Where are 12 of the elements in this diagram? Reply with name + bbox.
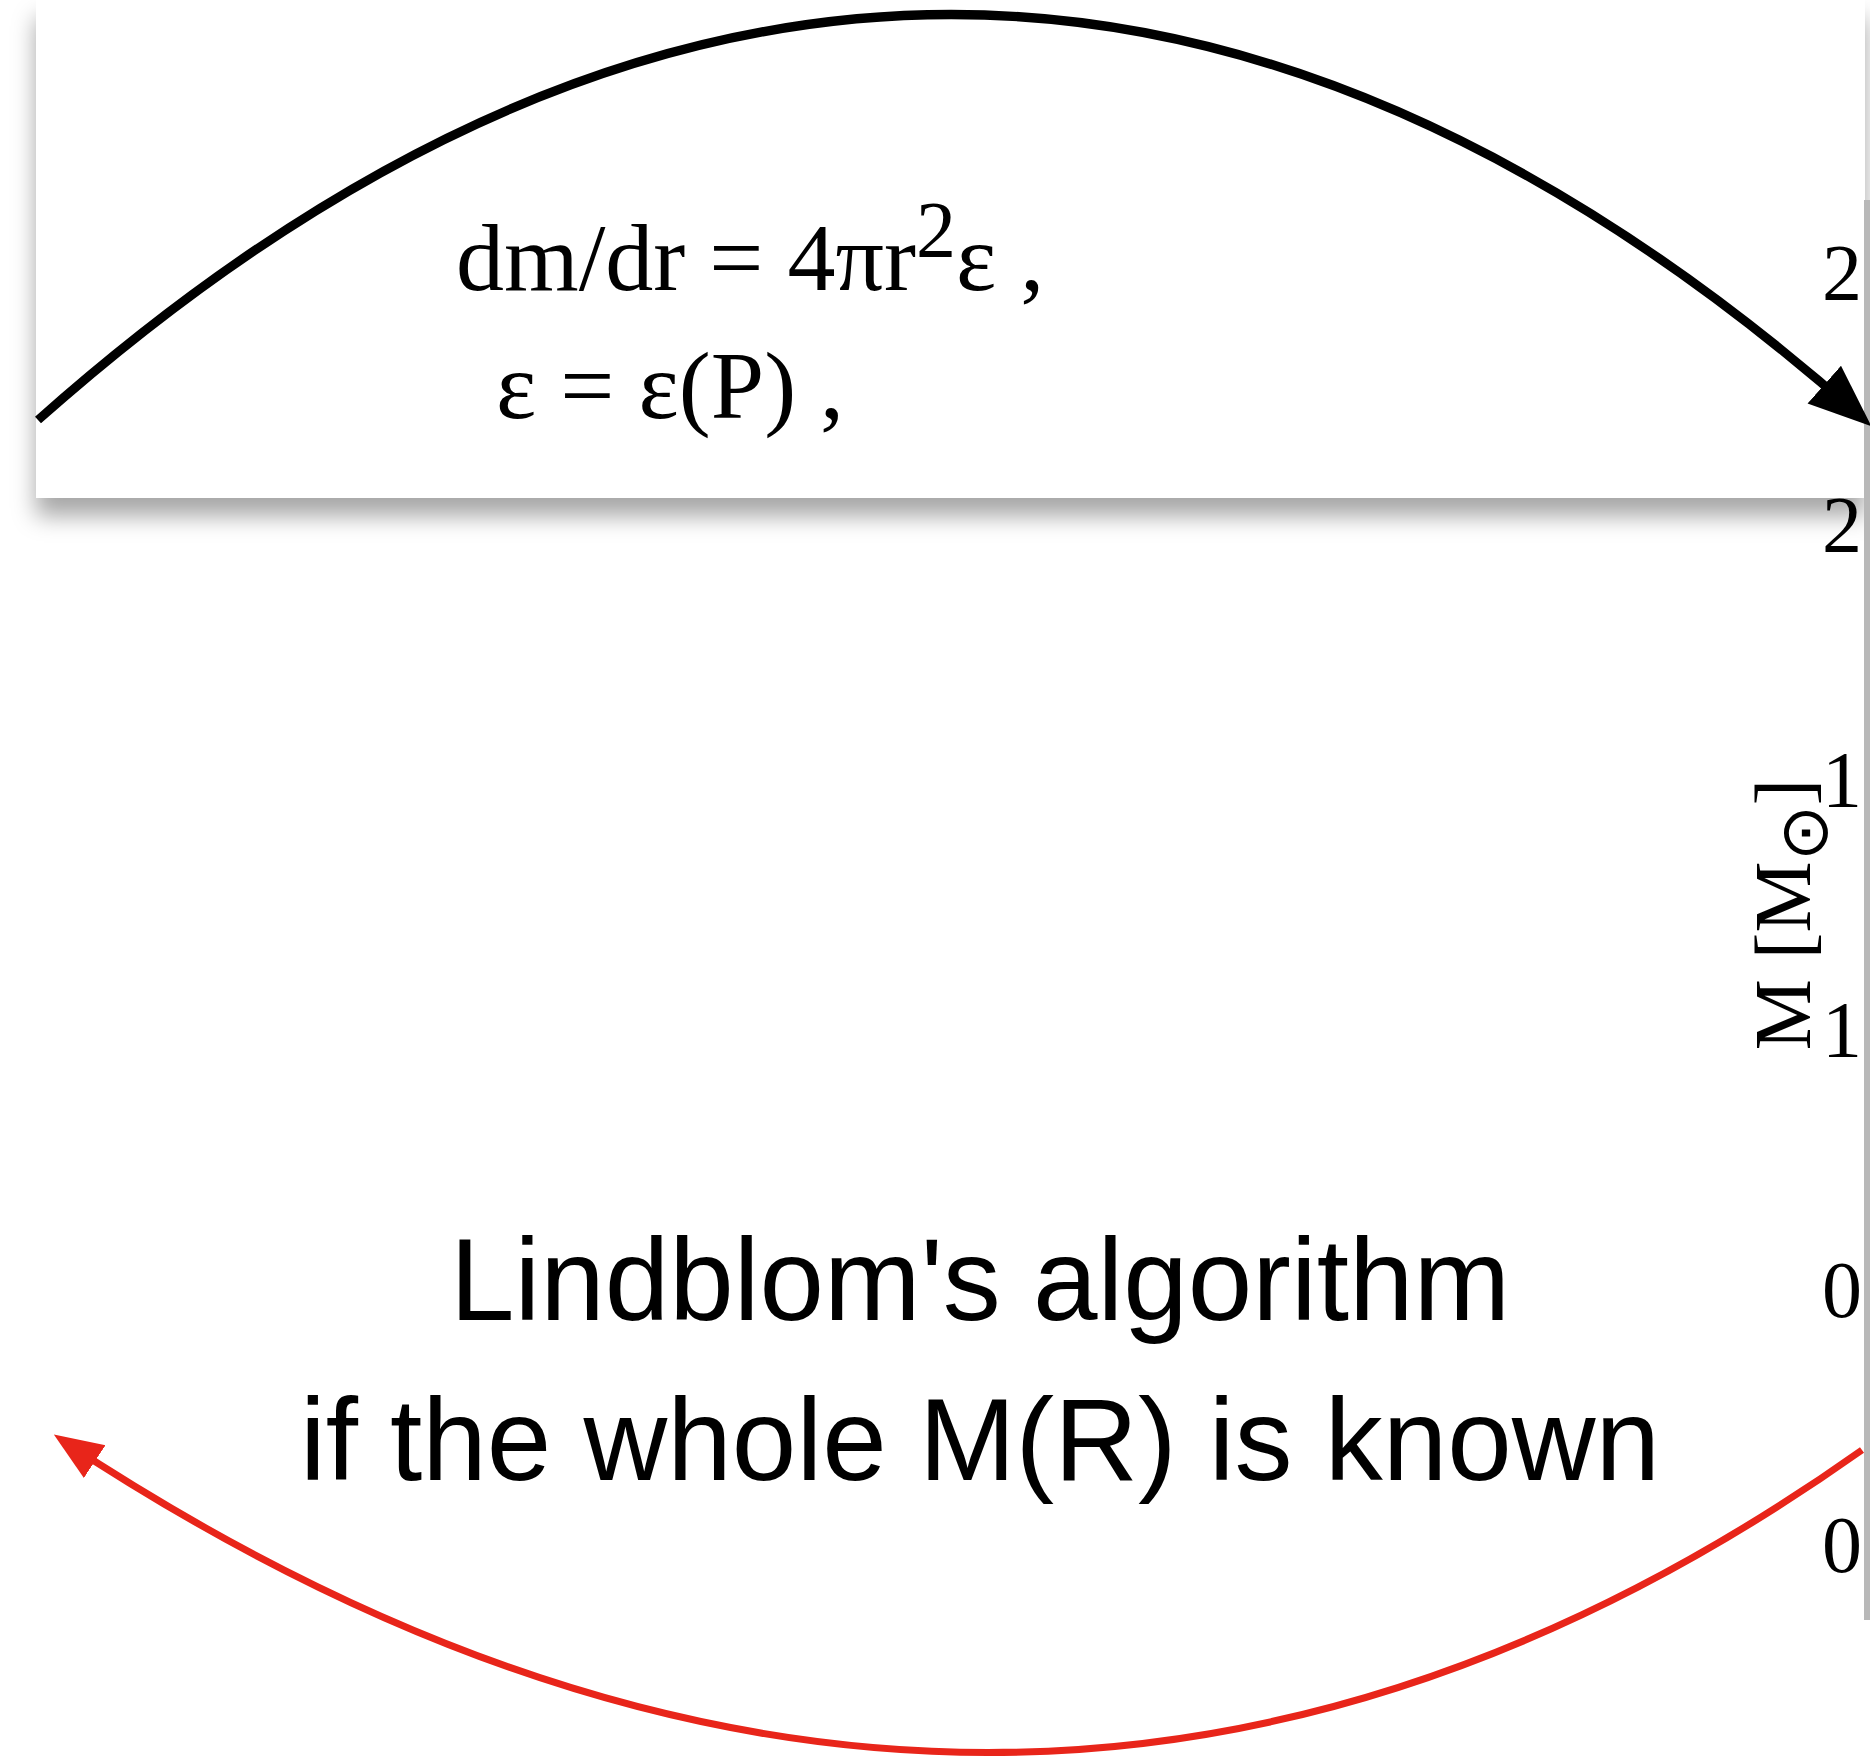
- equation: dm/dr = 4πr$^{2}$ε ,: [456, 185, 1045, 313]
- curved-arrow: [53, 1434, 1864, 1756]
- equation: ε = ε(P) ,: [496, 331, 845, 441]
- tick-label: 2: [1822, 228, 1862, 319]
- curved-arrow: [35, 10, 1870, 426]
- chart-frame: [1864, 200, 1870, 1620]
- tick-label: 2: [1822, 480, 1862, 571]
- tick-label: 0: [1822, 1500, 1862, 1591]
- edge-label: Lindblom's algorithm if the whole M(R) is known: [298, 1214, 1662, 1507]
- tick-label: 0: [1822, 1245, 1862, 1336]
- equation-panel: [36, 0, 1865, 498]
- tick-label: 1: [1822, 985, 1862, 1076]
